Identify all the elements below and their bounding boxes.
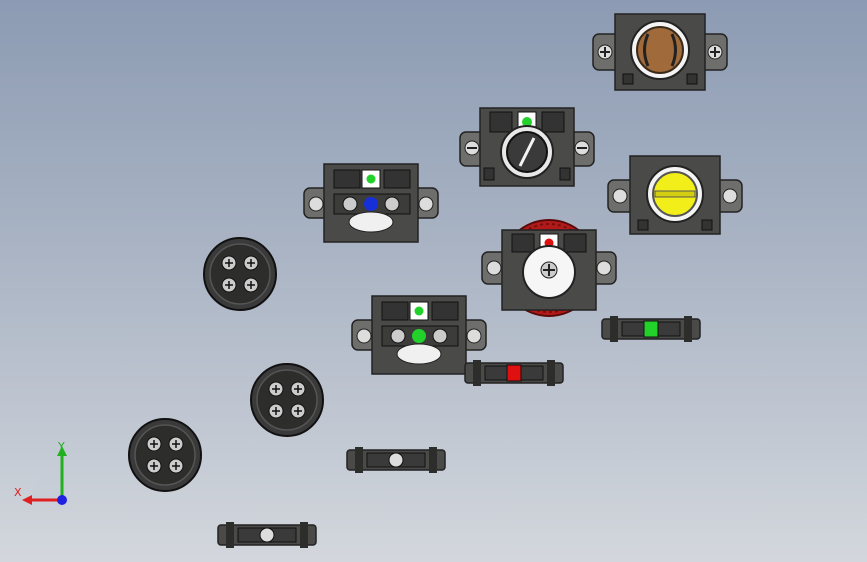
z-axis-dot [57, 495, 67, 505]
red-mushroom-emergency-stop[interactable] [481, 218, 617, 320]
black-selector-switch[interactable] [459, 107, 595, 188]
y-axis-label: Y [58, 440, 65, 453]
contact-block-red[interactable] [464, 360, 564, 386]
round-terminal-cap-1[interactable] [202, 236, 278, 312]
x-axis-label: X [14, 486, 22, 499]
triad-plane-icon [32, 470, 62, 500]
contact-block-green[interactable] [601, 316, 701, 342]
round-terminal-cap-2[interactable] [249, 362, 325, 438]
blue-push-button[interactable] [303, 163, 439, 244]
yellow-selector-switch[interactable] [607, 155, 743, 236]
brown-selector-switch[interactable] [592, 12, 728, 92]
green-push-button[interactable] [351, 295, 487, 376]
reference-triad: Y X [14, 440, 84, 510]
round-terminal-cap-3[interactable] [127, 417, 203, 493]
contact-block-white-2[interactable] [217, 522, 317, 548]
contact-block-white-1[interactable] [346, 447, 446, 473]
